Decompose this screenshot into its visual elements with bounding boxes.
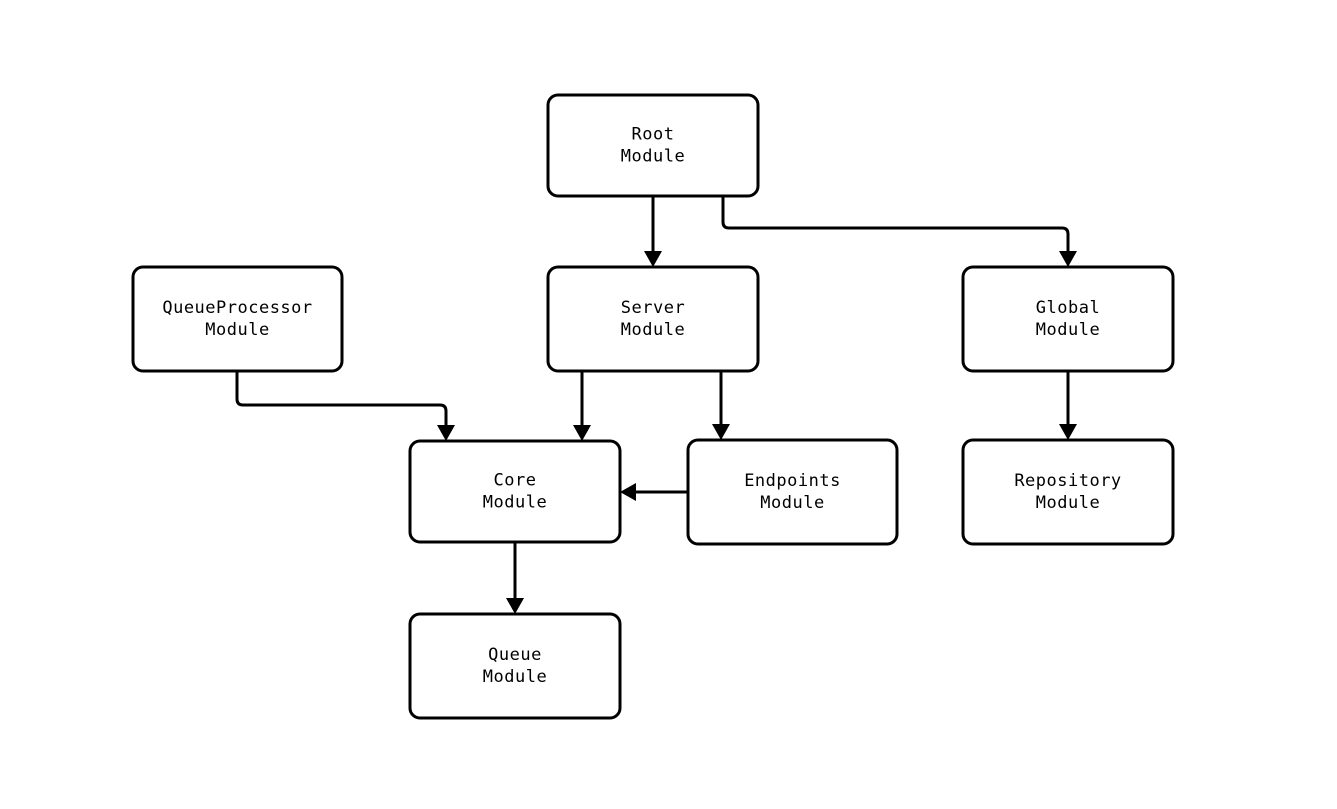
node-label-primary-queue: Queue bbox=[488, 645, 542, 665]
node-box-root[interactable] bbox=[546, 93, 760, 198]
edge-line bbox=[235, 371, 448, 425]
node-label-primary-endpoints: Endpoints bbox=[744, 471, 841, 491]
node-label-secondary-server: Module bbox=[621, 320, 685, 340]
arrowhead-icon bbox=[573, 425, 591, 441]
edges-layer bbox=[235, 196, 1077, 614]
arrowhead-icon bbox=[644, 251, 662, 267]
node-box-core[interactable] bbox=[408, 439, 622, 544]
node-box-endpoints[interactable] bbox=[686, 438, 899, 546]
node-box-server[interactable] bbox=[546, 265, 760, 373]
node-box-global[interactable] bbox=[961, 265, 1175, 373]
node-label-primary-root: Root bbox=[632, 125, 675, 145]
arrowhead-icon bbox=[620, 483, 636, 501]
node-box-queueprocessor[interactable] bbox=[131, 265, 344, 373]
node-box-queue[interactable] bbox=[408, 612, 622, 720]
arrowhead-icon bbox=[1059, 424, 1077, 440]
edge-queueprocessor-to-core bbox=[235, 371, 455, 441]
node-label-primary-core: Core bbox=[494, 471, 537, 491]
node-label-primary-queueprocessor: QueueProcessor bbox=[162, 298, 312, 318]
node-label-primary-repository: Repository bbox=[1014, 471, 1121, 491]
arrowhead-icon bbox=[712, 424, 730, 440]
edge-endpoints-to-core bbox=[620, 483, 688, 501]
node-label-secondary-endpoints: Module bbox=[760, 493, 824, 513]
arrowhead-icon bbox=[506, 598, 524, 614]
node-label-primary-global: Global bbox=[1036, 298, 1100, 318]
node-label-primary-server: Server bbox=[621, 298, 685, 318]
nodes-layer: RootModuleQueueProcessorModuleServerModu… bbox=[131, 93, 1175, 720]
edge-server-to-endpoints bbox=[712, 371, 730, 440]
arrowhead-icon bbox=[1059, 251, 1077, 267]
node-label-secondary-global: Module bbox=[1036, 320, 1100, 340]
node-box-repository[interactable] bbox=[961, 438, 1175, 546]
edge-core-to-queue bbox=[506, 542, 524, 614]
edge-root-to-server bbox=[644, 196, 662, 267]
node-label-secondary-queue: Module bbox=[483, 667, 547, 687]
node-label-secondary-core: Module bbox=[483, 493, 547, 513]
node-label-secondary-repository: Module bbox=[1036, 493, 1100, 513]
edge-global-to-repository bbox=[1059, 371, 1077, 440]
node-label-secondary-root: Module bbox=[621, 147, 685, 167]
edge-server-to-core bbox=[573, 371, 591, 441]
edge-line bbox=[721, 196, 1070, 251]
edge-root-to-global bbox=[721, 196, 1077, 267]
node-label-secondary-queueprocessor: Module bbox=[205, 320, 269, 340]
arrowhead-icon bbox=[437, 425, 455, 441]
